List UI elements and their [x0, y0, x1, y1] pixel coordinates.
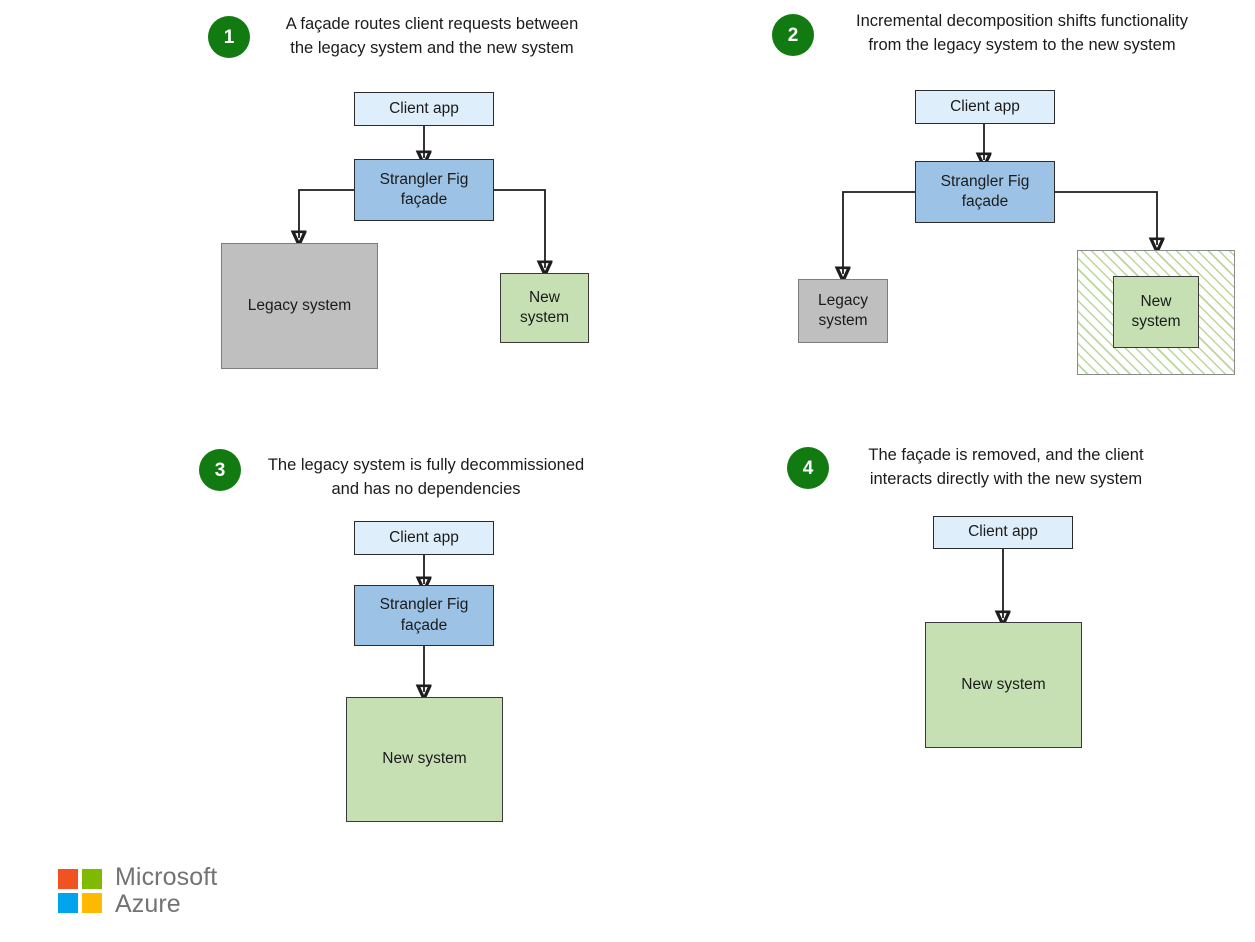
logo-tile-green: [82, 869, 102, 889]
node-legacy-system-2[interactable]: Legacy system: [798, 279, 888, 343]
node-new-system-1[interactable]: New system: [500, 273, 589, 343]
node-client-app-3[interactable]: Client app: [354, 521, 494, 555]
step-caption-4: The façade is removed, and the client in…: [868, 446, 1144, 488]
logo-line-microsoft: Microsoft: [115, 863, 218, 891]
logo-line-azure: Azure: [115, 890, 181, 918]
logo-tile-blue: [58, 893, 78, 913]
step-caption-2: Incremental decomposition shifts functio…: [856, 12, 1188, 54]
step-badge-1: 1: [208, 16, 250, 58]
node-new-system-4[interactable]: New system: [925, 622, 1082, 748]
node-legacy-system-1[interactable]: Legacy system: [221, 243, 378, 369]
node-client-app-4[interactable]: Client app: [933, 516, 1073, 549]
microsoft-azure-logo: Microsoft Azure: [58, 864, 217, 918]
node-client-app-2[interactable]: Client app: [915, 90, 1055, 124]
logo-tile-yellow: [82, 893, 102, 913]
step-badge-2: 2: [772, 14, 814, 56]
node-new-system-2[interactable]: New system: [1113, 276, 1199, 348]
microsoft-logo-icon: [58, 869, 102, 913]
step-caption-3: The legacy system is fully decommissione…: [267, 456, 585, 498]
logo-tile-red: [58, 869, 78, 889]
step-badge-4: 4: [787, 447, 829, 489]
step-caption-1: A façade routes client requests between …: [285, 15, 579, 57]
step-badge-3: 3: [199, 449, 241, 491]
logo-wordmark: Microsoft Azure: [115, 864, 217, 918]
node-strangler-fig-facade-3[interactable]: Strangler Fig façade: [354, 585, 494, 646]
node-client-app-1[interactable]: Client app: [354, 92, 494, 126]
node-strangler-fig-facade-1[interactable]: Strangler Fig façade: [354, 159, 494, 221]
node-new-system-3[interactable]: New system: [346, 697, 503, 822]
node-strangler-fig-facade-2[interactable]: Strangler Fig façade: [915, 161, 1055, 223]
